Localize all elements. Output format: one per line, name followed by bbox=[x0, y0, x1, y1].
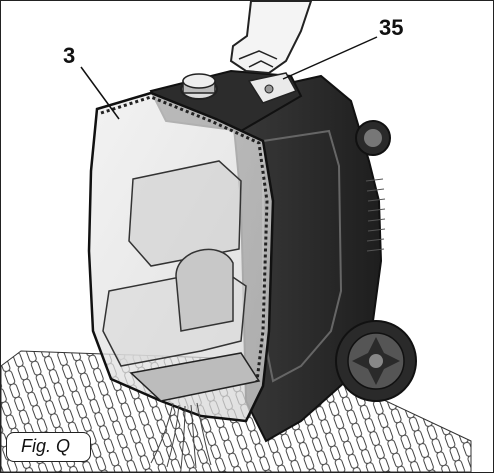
leader-line-tank bbox=[80, 66, 120, 120]
rear-wheel bbox=[335, 320, 417, 402]
leader-line-part bbox=[282, 36, 378, 80]
recovery-tank bbox=[87, 91, 275, 423]
callout-part-number: 35 bbox=[379, 15, 404, 40]
figure-label: Fig. Q bbox=[6, 432, 92, 462]
small-wheel bbox=[355, 120, 391, 156]
callout-tank-number: 3 bbox=[63, 43, 76, 68]
drain-stream bbox=[150, 402, 212, 470]
hand-illustration bbox=[229, 1, 313, 75]
latch-part bbox=[247, 72, 298, 104]
